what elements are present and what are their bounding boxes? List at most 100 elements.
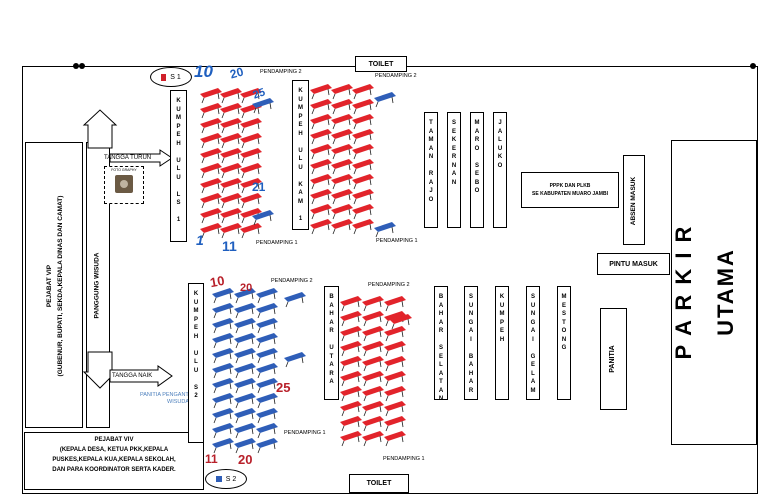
chair-red xyxy=(362,356,384,372)
column-letter: R xyxy=(329,328,334,334)
column-letter: E xyxy=(176,132,181,138)
chair-red xyxy=(200,133,222,149)
column-letter: N xyxy=(561,336,567,343)
tangga-turun-arrow xyxy=(82,109,118,149)
column-letter: M xyxy=(499,311,505,317)
chair-blue xyxy=(234,318,256,334)
chair-blue xyxy=(212,438,234,454)
column-letter: H xyxy=(329,311,334,317)
column-letter: A xyxy=(438,370,444,377)
chair-red xyxy=(352,129,374,145)
column-letter: G xyxy=(530,319,536,326)
column-letter: S xyxy=(474,162,479,169)
pejabat-viv-line2: PUSKES,KEPALA KUA,KEPALA SEKOLAH, xyxy=(52,457,176,463)
chair-red xyxy=(384,386,406,402)
chair-red xyxy=(220,133,242,149)
pendamping-2-label: PENDAMPING 2 xyxy=(368,282,410,288)
pejabat-vip-area: PEJABAT VIP (GUBENUR, BUPATI, SEKDA,KEPA… xyxy=(25,142,83,428)
chair-blue xyxy=(256,378,278,394)
tangga-naik-side-arrow xyxy=(109,365,173,387)
chair-red xyxy=(340,326,362,342)
chair-red xyxy=(352,159,374,175)
pendamping-1-label: PENDAMPING 1 xyxy=(376,238,418,244)
column-letter: O xyxy=(428,196,434,203)
column-letter: S xyxy=(438,345,443,351)
chair-blue xyxy=(212,333,234,349)
column-letter: K xyxy=(451,137,457,143)
column-letter: K xyxy=(298,181,303,188)
column-letter: U xyxy=(329,345,334,351)
column-letter: N xyxy=(428,154,434,160)
panitia-pengantar-line1: PANITIA PENGANTAR xyxy=(140,392,197,398)
pendamping-2-label: PENDAMPING 2 xyxy=(375,73,417,79)
door-marker xyxy=(750,63,756,69)
pendamping-1-label: PENDAMPING 1 xyxy=(284,430,326,436)
chair-red xyxy=(352,219,374,235)
chair-blue xyxy=(234,393,256,409)
column-letter: E xyxy=(499,328,504,334)
column-letter: L xyxy=(531,370,535,377)
chair-red xyxy=(200,208,222,224)
chair-blue xyxy=(234,288,256,304)
panitia-pengantar-label: PANITIA PENGANTAR WISUDA xyxy=(140,392,196,406)
seat-number: 21 xyxy=(252,180,266,194)
pintu-masuk-label: PINTU MASUK xyxy=(609,260,658,268)
chair-blue xyxy=(256,393,278,409)
door-marker xyxy=(73,63,79,69)
column-letter: S xyxy=(561,311,566,317)
chair-red xyxy=(220,223,242,239)
chair-blue xyxy=(252,210,274,226)
chair-red xyxy=(384,416,406,432)
chair-red xyxy=(310,204,332,220)
column-letter: U xyxy=(530,302,536,309)
chair-blue xyxy=(256,408,278,424)
pejabat-viv-line3: DAN PARA KOORDINATOR SERTA KADER. xyxy=(52,467,176,473)
column-letter: L xyxy=(439,362,443,368)
column-letter: O xyxy=(561,328,567,334)
chair-blue xyxy=(212,393,234,409)
column-letter: R xyxy=(451,154,457,160)
column-letter: M xyxy=(193,308,199,314)
column-letter: E xyxy=(438,353,443,360)
column-letter: B xyxy=(329,294,334,300)
pintu-masuk: PINTU MASUK xyxy=(597,253,670,275)
column-letter: G xyxy=(561,345,567,351)
chair-red xyxy=(340,371,362,387)
chair-red xyxy=(340,431,362,447)
chair-red xyxy=(240,163,262,179)
tangga-naik-label: TANGGA NAIK xyxy=(112,373,153,379)
column-letter: H xyxy=(499,336,505,343)
chair-red xyxy=(362,416,384,432)
chair-blue xyxy=(234,438,256,454)
toilet-bottom-label: TOILET xyxy=(366,480,392,487)
column-letter: I xyxy=(532,336,534,343)
chair-blue xyxy=(256,333,278,349)
chair-red xyxy=(331,84,353,100)
column-letter: E xyxy=(298,122,303,128)
column-letter: S xyxy=(193,384,198,391)
column-letter: P xyxy=(193,316,198,323)
chair-red xyxy=(384,341,406,357)
chair-red xyxy=(310,174,332,190)
chair-red xyxy=(352,99,374,115)
chair-red xyxy=(310,129,332,145)
chair-red xyxy=(200,118,222,134)
column-letter: M xyxy=(428,137,434,143)
chair-blue xyxy=(284,292,306,308)
column-letter: J xyxy=(429,188,433,194)
column-letter: U xyxy=(176,106,181,113)
chair-red xyxy=(352,84,374,100)
chair-blue xyxy=(212,288,234,304)
chair-red xyxy=(220,118,242,134)
toilet-top: TOILET xyxy=(355,56,407,72)
column-letter: 1 xyxy=(176,217,181,223)
column-letter: U xyxy=(298,164,303,171)
chair-red xyxy=(310,219,332,235)
column-letter: L xyxy=(298,156,303,162)
column-letter: B xyxy=(474,179,480,186)
pejabat-viv-title: PEJABAT VIV xyxy=(94,437,134,443)
s2-label: S 2 xyxy=(225,475,237,483)
